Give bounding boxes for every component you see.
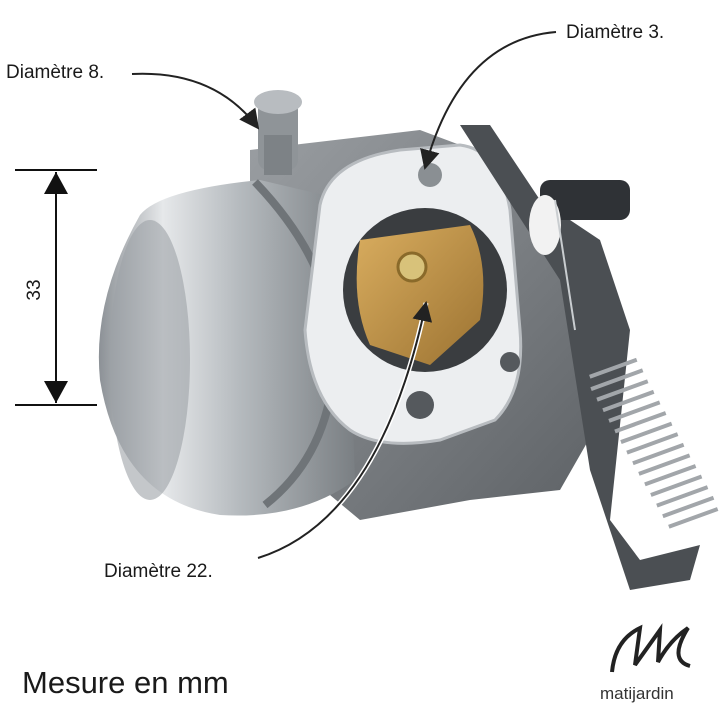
label-diametre-8: Diamètre 8. — [6, 62, 105, 83]
small-hole-3mm — [418, 163, 442, 187]
brand-name: matijardin — [600, 684, 674, 703]
fuel-inlet-nipple — [254, 90, 302, 175]
label-diametre-22: Diamètre 22. — [104, 561, 213, 582]
dimension-value: 33 — [24, 279, 45, 301]
choke-linkage — [460, 125, 700, 590]
callout-arrow-diam22 — [257, 301, 433, 559]
arrow-down-icon — [44, 381, 68, 403]
callout-arrow-diam8 — [131, 72, 260, 130]
matijardin-logo-icon — [610, 623, 691, 673]
label-diametre-3: Diamètre 3. — [566, 22, 665, 43]
callout-arrow-diam3 — [420, 31, 557, 170]
dimension-marker — [15, 169, 97, 406]
spring — [589, 357, 719, 529]
unit-note: Mesure en mm — [22, 665, 229, 700]
throttle-screw — [396, 251, 428, 283]
mounting-hole — [406, 391, 434, 419]
arrow-up-icon — [44, 172, 68, 194]
mounting-hole-2 — [500, 352, 520, 372]
carburetor-throat — [343, 208, 507, 372]
